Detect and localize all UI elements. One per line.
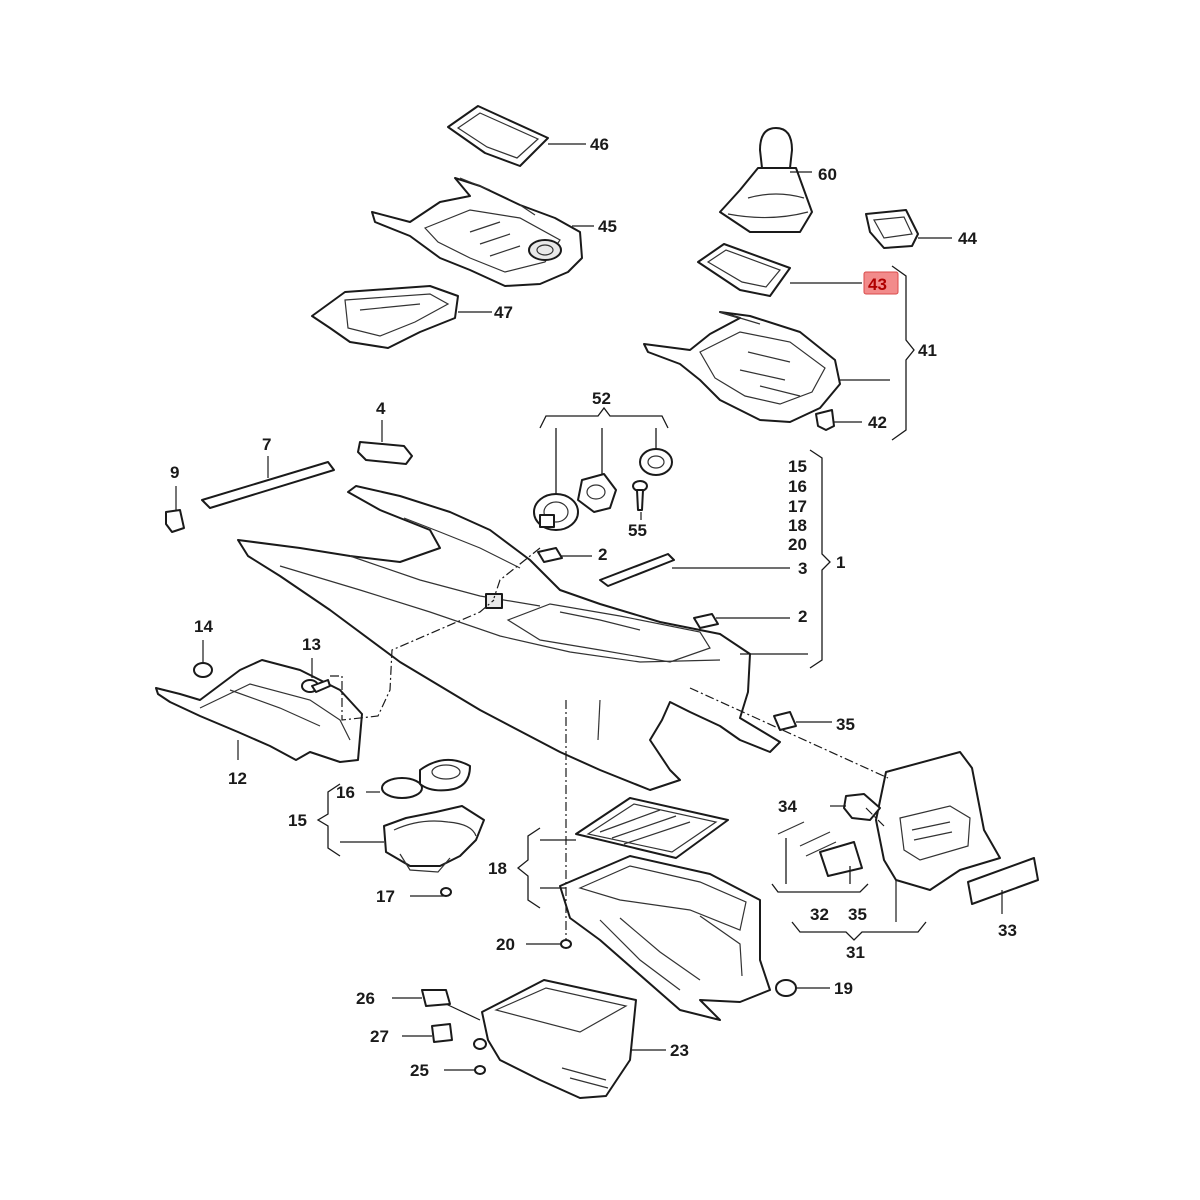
part-33-panel [967, 857, 1039, 905]
callout-15-upper: 15 [788, 457, 807, 476]
callout-3: 3 [798, 559, 807, 578]
part-52-knobs [533, 448, 673, 531]
braces [316, 265, 927, 941]
callout-27: 27 [370, 1027, 389, 1046]
callout-35-lower: 35 [848, 905, 867, 924]
callout-31: 31 [846, 943, 865, 962]
part-55-screw [632, 480, 648, 511]
part-4-clip [357, 441, 413, 465]
callout-55: 55 [628, 521, 647, 540]
part-26-connector [421, 989, 451, 1007]
part-7-trim-strip [201, 461, 335, 509]
callout-20-lower: 20 [496, 935, 515, 954]
callout-18-upper: 18 [788, 516, 807, 535]
callout-16-upper: 16 [788, 477, 807, 496]
part-12-bracket [155, 659, 363, 763]
part-19-nut [775, 979, 797, 997]
part-60-gear-knob [719, 127, 813, 233]
callout-19: 19 [834, 979, 853, 998]
part-17-screw [440, 887, 452, 897]
callout-labels: 46 45 47 60 44 43 41 42 52 55 4 7 9 15 1… [170, 135, 1017, 1080]
part-13-bolt [301, 679, 331, 693]
leader-lines [175, 143, 1003, 1071]
part-27-clip [431, 1023, 453, 1043]
part-31-rear-panel [875, 751, 1001, 891]
callout-13: 13 [302, 635, 321, 654]
callout-60: 60 [818, 165, 837, 184]
part-34-vent [843, 793, 881, 821]
callout-43: 43 [868, 275, 887, 294]
highlight-43 [863, 271, 899, 295]
part-41-shifter-panel [643, 311, 841, 423]
callout-7: 7 [262, 435, 271, 454]
part-14-nut [193, 662, 213, 678]
part-35-cover [819, 841, 863, 877]
part-45-console-panel [371, 177, 583, 287]
callout-16-lower: 16 [336, 783, 355, 802]
part-35-clip [773, 711, 797, 731]
part-18-storage-bin [559, 855, 771, 1021]
callout-45: 45 [598, 217, 617, 236]
callout-34: 34 [778, 797, 797, 816]
callout-12: 12 [228, 769, 247, 788]
part-15-cupholder [383, 805, 485, 873]
callout-42: 42 [868, 413, 887, 432]
callout-15-lower: 15 [288, 811, 307, 830]
part-46-trim-frame [447, 105, 549, 167]
callout-17-lower: 17 [376, 887, 395, 906]
callout-25: 25 [410, 1061, 429, 1080]
callout-1: 1 [836, 553, 845, 572]
part-9-clip [165, 509, 185, 533]
part-44-tray [865, 209, 919, 249]
callout-32: 32 [810, 905, 829, 924]
part-3-trim-strip [599, 553, 675, 587]
callout-33: 33 [998, 921, 1017, 940]
callout-18-lower: 18 [488, 859, 507, 878]
part-16-cupholder-ring [381, 759, 471, 799]
part-2-clips [537, 547, 719, 629]
part-47-bracket [311, 285, 459, 349]
callout-44: 44 [958, 229, 977, 248]
part-20-screw [560, 939, 572, 949]
callout-52: 52 [592, 389, 611, 408]
part-42-clip [815, 409, 835, 431]
callout-35-upper: 35 [836, 715, 855, 734]
callout-14: 14 [194, 617, 213, 636]
part-18-armrest-pad [575, 797, 729, 859]
callout-2-upper: 2 [598, 545, 607, 564]
part-32-springs [777, 821, 837, 857]
callout-2-lower: 2 [798, 607, 807, 626]
callout-4: 4 [376, 399, 386, 418]
callout-47: 47 [494, 303, 513, 322]
callout-17-upper: 17 [788, 497, 807, 516]
assembly-lines [330, 547, 889, 940]
callout-9: 9 [170, 463, 179, 482]
callout-46: 46 [590, 135, 609, 154]
part-25-screw [473, 1038, 487, 1075]
callout-26: 26 [356, 989, 375, 1008]
part-1-console-body [237, 485, 781, 791]
callout-41: 41 [918, 341, 937, 360]
callout-20-upper: 20 [788, 535, 807, 554]
part-43-trim-ring [697, 243, 791, 297]
part-23-box [481, 979, 637, 1099]
callout-23: 23 [670, 1041, 689, 1060]
